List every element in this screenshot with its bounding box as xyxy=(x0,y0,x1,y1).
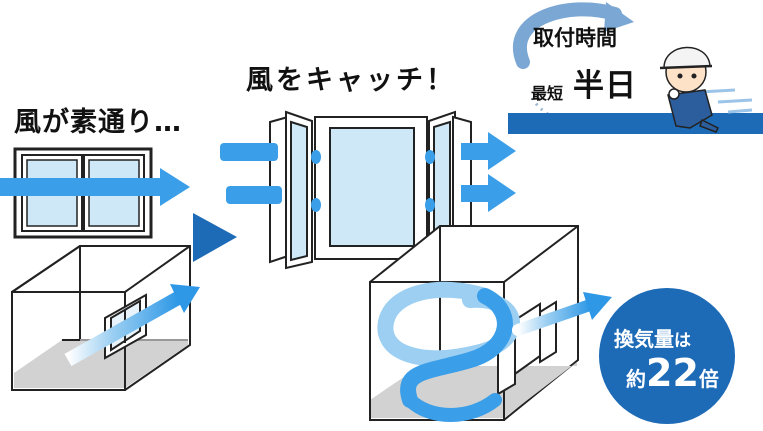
ventilation-stat-circle xyxy=(599,288,735,424)
stat-line2: 約22倍 xyxy=(626,354,719,392)
badge-subtitle-small: 最短 xyxy=(531,84,564,103)
badge-title: 取付時間 xyxy=(533,26,617,50)
stat-line2-number: 22 xyxy=(646,351,699,395)
stat-line1-suffix: は xyxy=(674,331,691,351)
stat-line2-suffix: 倍 xyxy=(698,367,719,391)
next-triangle-icon xyxy=(193,213,237,262)
stat-line1: 換気量は xyxy=(614,323,691,352)
left-caption: 風が素通り… xyxy=(14,107,182,138)
stat-line1-main: 換気量 xyxy=(614,327,674,351)
room-airflow-arrow xyxy=(64,284,200,367)
room-box-left xyxy=(11,245,191,391)
middle-caption: 風をキャッチ！ xyxy=(246,65,456,96)
catch-arrows xyxy=(220,132,516,212)
stat-line2-prefix: 約 xyxy=(626,367,646,391)
swirl-airflow xyxy=(377,281,612,422)
badge-subtitle-big: 半日 xyxy=(573,68,637,104)
wind-passing-arrow xyxy=(0,168,190,206)
worker-icon xyxy=(659,46,753,133)
